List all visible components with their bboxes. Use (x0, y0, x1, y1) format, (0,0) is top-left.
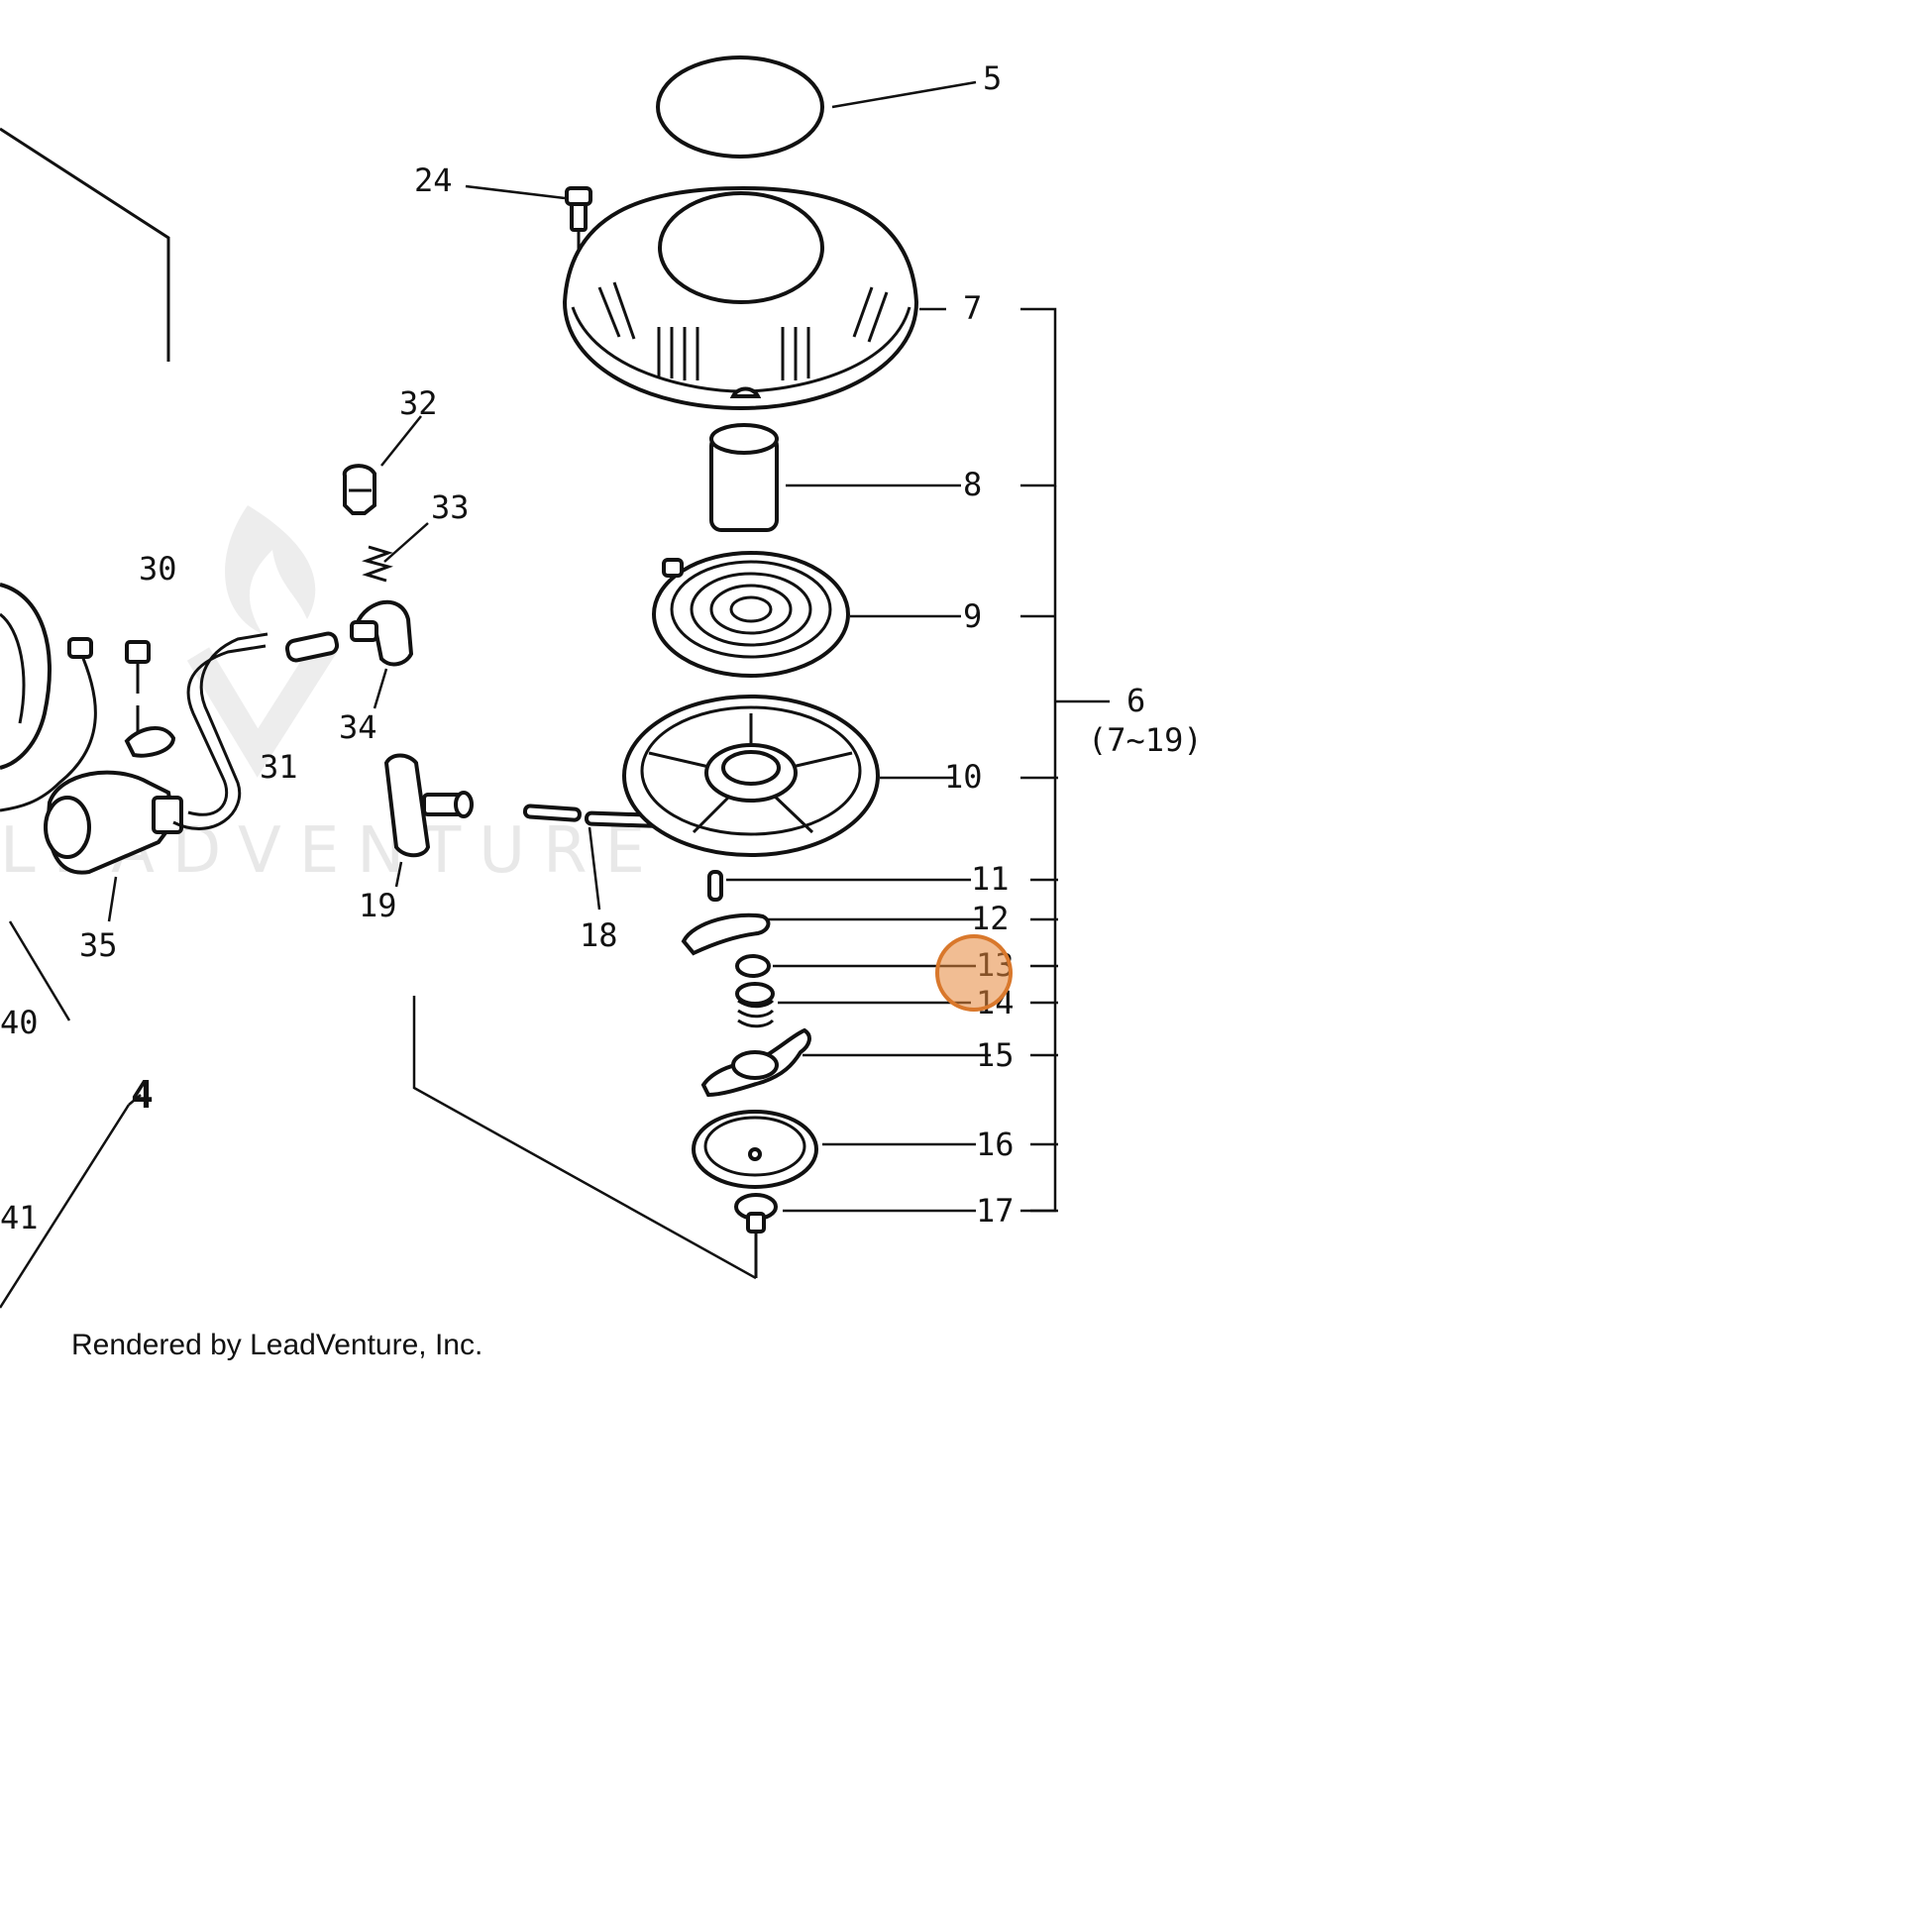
center-screw (734, 1193, 778, 1278)
callout-leaders (412, 307, 1110, 1280)
rope-pulley (622, 695, 880, 857)
starter-handle (383, 753, 474, 888)
friction-plate (700, 1027, 811, 1098)
callout-16: 16 (976, 1126, 1015, 1163)
collar (709, 423, 779, 532)
group-label-range: (7~19) (1088, 721, 1203, 759)
washer (735, 954, 771, 978)
bolt-24 (465, 184, 592, 277)
spark-plug-cap-assembly (284, 415, 429, 709)
callout-34: 34 (339, 708, 377, 746)
callout-labels: 5 24 7 8 9 10 11 12 13 14 15 16 17 18 19… (0, 59, 1203, 1236)
retainer-plate (692, 1110, 818, 1189)
callout-8: 8 (963, 466, 982, 503)
callout-41: 41 (0, 1199, 39, 1236)
pawl-pin (707, 870, 723, 902)
callout-9: 9 (963, 597, 982, 635)
starter-case (562, 185, 919, 411)
callout-31: 31 (260, 748, 298, 786)
callout-4: 4 (131, 1073, 154, 1117)
left-assembly (0, 127, 268, 1309)
group-label-number: 6 (1126, 682, 1145, 719)
render-credit-caption: Rendered by LeadVenture, Inc. (71, 1329, 482, 1361)
callout-7: 7 (963, 289, 982, 327)
friction-spring (735, 982, 775, 1028)
callout-11: 11 (971, 860, 1010, 898)
callout-30: 30 (139, 550, 177, 588)
starter-spring (652, 551, 850, 678)
callout-33: 33 (431, 488, 470, 526)
callout-15: 15 (976, 1036, 1015, 1074)
callout-10: 10 (944, 758, 983, 796)
callout-32: 32 (399, 384, 438, 422)
starter-cover-plate (656, 55, 824, 159)
highlight-marker-part-13[interactable] (935, 934, 1013, 1012)
callout-17: 17 (976, 1192, 1015, 1230)
callout-18: 18 (580, 916, 618, 954)
callout-35: 35 (79, 926, 118, 964)
callout-12: 12 (971, 900, 1010, 937)
callout-24: 24 (414, 161, 453, 199)
callout-19: 19 (359, 887, 397, 924)
callout-40: 40 (0, 1004, 39, 1041)
callout-5: 5 (983, 59, 1002, 97)
pawl (681, 912, 771, 956)
